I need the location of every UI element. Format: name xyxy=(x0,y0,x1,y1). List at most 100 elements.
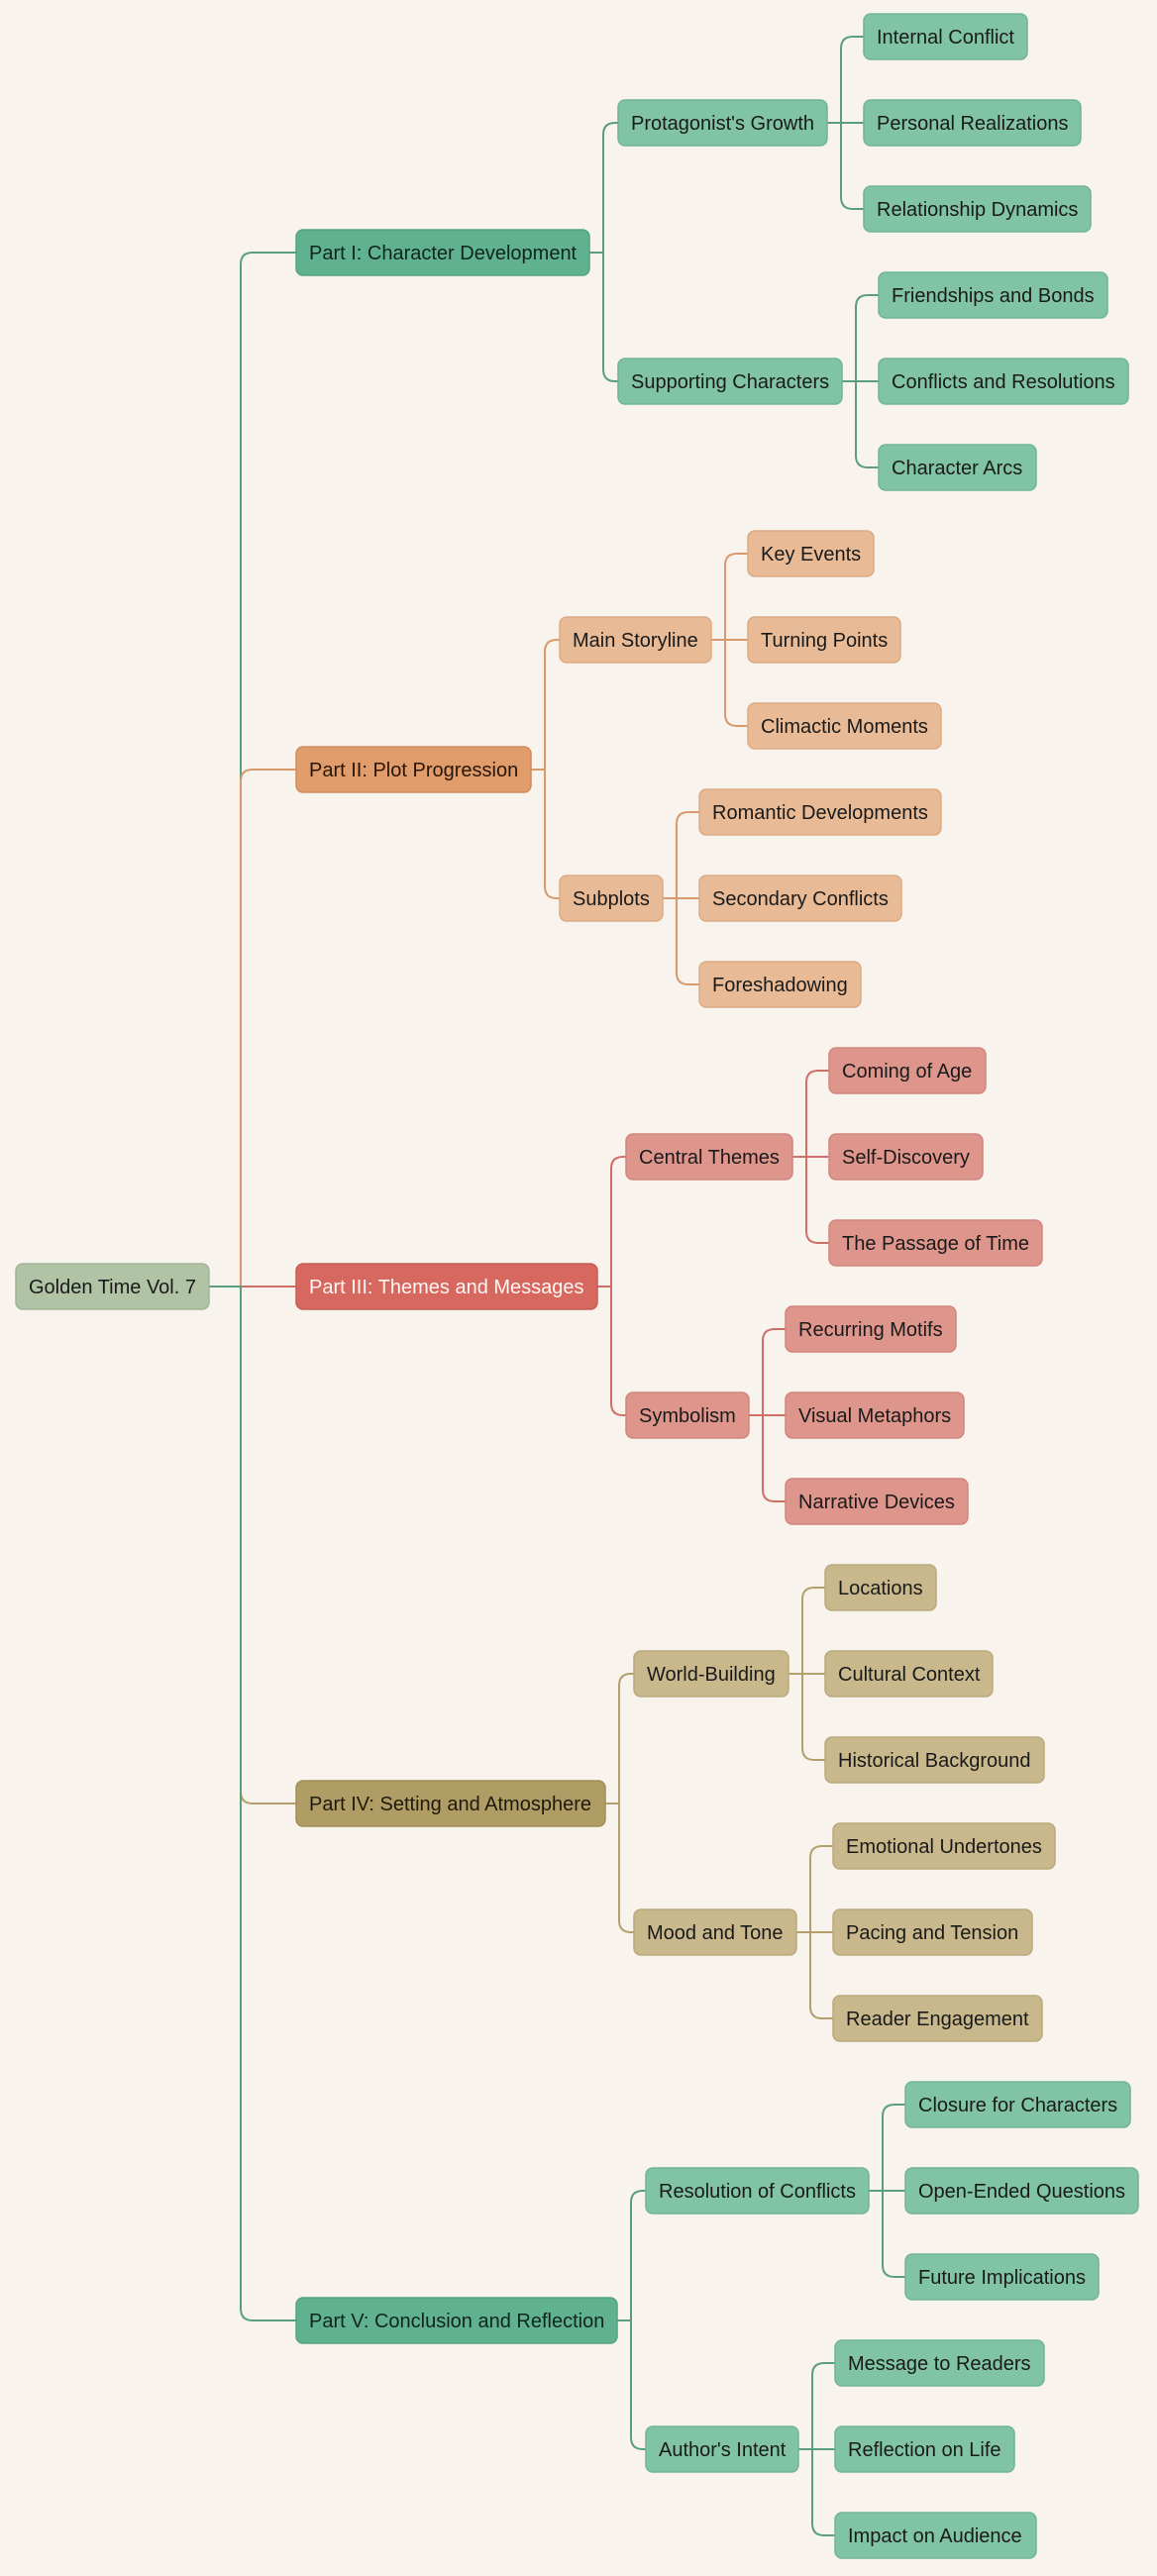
leaf-node-reflection-on-life[interactable]: Reflection on Life xyxy=(834,2425,1015,2473)
connector-resolution-of-conflicts-to-closure-for-characters xyxy=(869,2104,905,2192)
branch-node-part-ii-plot-progression[interactable]: Part II: Plot Progression xyxy=(295,746,532,793)
leaf-node-historical-background-label: Historical Background xyxy=(838,1750,1031,1772)
leaf-node-turning-points[interactable]: Turning Points xyxy=(747,616,901,664)
branch-node-part-v-conclusion-and-reflection-box xyxy=(295,2297,618,2344)
leaf-node-closure-for-characters[interactable]: Closure for Characters xyxy=(904,2081,1131,2128)
connector-central-themes-to-the-passage-of-time xyxy=(792,1156,829,1244)
leaf-node-narrative-devices[interactable]: Narrative Devices xyxy=(785,1478,969,1525)
connector-supporting-characters-to-friendships-and-bonds xyxy=(842,294,879,382)
topic-node-main-storyline[interactable]: Main Storyline xyxy=(559,616,712,664)
leaf-node-internal-conflict[interactable]: Internal Conflict xyxy=(863,13,1028,60)
topic-node-supporting-characters[interactable]: Supporting Characters xyxy=(617,358,843,405)
topic-node-protagonist-s-growth-box xyxy=(617,99,828,147)
topic-node-supporting-characters-label: Supporting Characters xyxy=(631,371,829,393)
leaf-node-visual-metaphors-label: Visual Metaphors xyxy=(798,1405,951,1427)
connector-root-to-part-ii-plot-progression xyxy=(209,769,296,1288)
leaf-node-personal-realizations[interactable]: Personal Realizations xyxy=(863,99,1082,147)
topic-node-author-s-intent-box xyxy=(645,2425,799,2473)
branch-node-part-i-character-development-box xyxy=(295,229,590,276)
topic-node-protagonist-s-growth-label: Protagonist's Growth xyxy=(631,113,814,135)
leaf-node-personal-realizations-label: Personal Realizations xyxy=(877,113,1068,135)
topic-node-mood-and-tone-label: Mood and Tone xyxy=(647,1922,784,1944)
connector-main-storyline-to-climactic-moments xyxy=(711,639,748,727)
leaf-node-reflection-on-life-label: Reflection on Life xyxy=(848,2439,1001,2461)
connector-symbolism-to-recurring-motifs xyxy=(749,1328,786,1416)
topic-node-author-s-intent[interactable]: Author's Intent xyxy=(645,2425,799,2473)
leaf-node-foreshadowing[interactable]: Foreshadowing xyxy=(698,961,862,1008)
leaf-node-message-to-readers[interactable]: Message to Readers xyxy=(834,2339,1045,2387)
leaf-node-visual-metaphors-box xyxy=(785,1391,965,1439)
leaf-node-the-passage-of-time[interactable]: The Passage of Time xyxy=(828,1219,1043,1267)
topic-node-subplots-box xyxy=(559,875,664,922)
leaf-node-character-arcs-label: Character Arcs xyxy=(892,458,1022,479)
topic-node-subplots-label: Subplots xyxy=(573,888,650,910)
branch-node-part-iii-themes-and-messages[interactable]: Part III: Themes and Messages xyxy=(295,1263,598,1310)
leaf-node-conflicts-and-resolutions-box xyxy=(878,358,1129,405)
topic-node-resolution-of-conflicts-box xyxy=(645,2167,870,2215)
connector-supporting-characters-to-character-arcs xyxy=(842,380,879,468)
connector-world-building-to-historical-background xyxy=(789,1673,825,1761)
leaf-node-locations-box xyxy=(824,1564,937,1611)
connector-part-ii-plot-progression-to-main-storyline xyxy=(531,639,560,771)
topic-node-subplots[interactable]: Subplots xyxy=(559,875,664,922)
leaf-node-self-discovery[interactable]: Self-Discovery xyxy=(828,1133,984,1181)
branch-node-part-i-character-development-label: Part I: Character Development xyxy=(309,243,578,264)
leaf-node-cultural-context-box xyxy=(824,1650,994,1698)
leaf-node-cultural-context[interactable]: Cultural Context xyxy=(824,1650,994,1698)
leaf-node-recurring-motifs[interactable]: Recurring Motifs xyxy=(785,1305,957,1353)
leaf-node-coming-of-age-label: Coming of Age xyxy=(842,1061,972,1082)
leaf-node-reader-engagement-label: Reader Engagement xyxy=(846,2009,1029,2030)
topic-node-central-themes[interactable]: Central Themes xyxy=(625,1133,793,1181)
leaf-node-friendships-and-bonds-label: Friendships and Bonds xyxy=(892,285,1095,307)
topic-node-world-building[interactable]: World-Building xyxy=(633,1650,789,1698)
topic-node-mood-and-tone-box xyxy=(633,1908,797,1956)
leaf-node-secondary-conflicts[interactable]: Secondary Conflicts xyxy=(698,875,902,922)
leaf-node-open-ended-questions[interactable]: Open-Ended Questions xyxy=(904,2167,1139,2215)
topic-node-main-storyline-label: Main Storyline xyxy=(573,630,698,652)
leaf-node-conflicts-and-resolutions[interactable]: Conflicts and Resolutions xyxy=(878,358,1129,405)
leaf-node-coming-of-age[interactable]: Coming of Age xyxy=(828,1047,987,1094)
node-layer: Part I: Character Development Protagonist… xyxy=(15,13,1139,2559)
branch-node-part-iv-setting-and-atmosphere[interactable]: Part IV: Setting and Atmosphere xyxy=(295,1780,606,1827)
connector-root-to-part-v-conclusion-and-reflection xyxy=(209,1286,296,2321)
connector-part-v-conclusion-and-reflection-to-author-s-intent xyxy=(617,2319,646,2450)
leaf-node-key-events-label: Key Events xyxy=(761,544,861,566)
connector-central-themes-to-coming-of-age xyxy=(792,1070,829,1158)
leaf-node-climactic-moments-box xyxy=(747,702,942,750)
leaf-node-self-discovery-box xyxy=(828,1133,984,1181)
branch-node-part-v-conclusion-and-reflection-label: Part V: Conclusion and Reflection xyxy=(309,2311,604,2332)
branch-node-part-iii-themes-and-messages-label: Part III: Themes and Messages xyxy=(309,1277,584,1298)
leaf-node-visual-metaphors[interactable]: Visual Metaphors xyxy=(785,1391,965,1439)
root-node-golden-time-vol-7-label: Golden Time Vol. 7 xyxy=(29,1277,196,1298)
leaf-node-emotional-undertones[interactable]: Emotional Undertones xyxy=(832,1822,1056,1870)
connector-part-v-conclusion-and-reflection-to-resolution-of-conflicts xyxy=(617,2190,646,2321)
leaf-node-climactic-moments[interactable]: Climactic Moments xyxy=(747,702,942,750)
branch-node-part-iv-setting-and-atmosphere-box xyxy=(295,1780,606,1827)
root-node-golden-time-vol-7[interactable]: Golden Time Vol. 7 xyxy=(15,1263,210,1310)
leaf-node-pacing-and-tension[interactable]: Pacing and Tension xyxy=(832,1908,1033,1956)
leaf-node-historical-background[interactable]: Historical Background xyxy=(824,1736,1045,1784)
topic-node-resolution-of-conflicts[interactable]: Resolution of Conflicts xyxy=(645,2167,870,2215)
topic-node-symbolism[interactable]: Symbolism xyxy=(625,1391,750,1439)
connector-protagonist-s-growth-to-relationship-dynamics xyxy=(827,122,864,210)
topic-node-symbolism-box xyxy=(625,1391,750,1439)
leaf-node-locations[interactable]: Locations xyxy=(824,1564,937,1611)
leaf-node-locations-label: Locations xyxy=(838,1578,923,1599)
leaf-node-closure-for-characters-box xyxy=(904,2081,1131,2128)
leaf-node-friendships-and-bonds[interactable]: Friendships and Bonds xyxy=(878,271,1108,319)
branch-node-part-i-character-development[interactable]: Part I: Character Development xyxy=(295,229,590,276)
leaf-node-relationship-dynamics[interactable]: Relationship Dynamics xyxy=(863,185,1092,233)
leaf-node-key-events[interactable]: Key Events xyxy=(747,530,875,577)
leaf-node-reader-engagement[interactable]: Reader Engagement xyxy=(832,1995,1043,2042)
leaf-node-character-arcs-box xyxy=(878,444,1037,491)
leaf-node-character-arcs[interactable]: Character Arcs xyxy=(878,444,1037,491)
leaf-node-future-implications[interactable]: Future Implications xyxy=(904,2253,1100,2301)
topic-node-protagonist-s-growth[interactable]: Protagonist's Growth xyxy=(617,99,828,147)
branch-node-part-v-conclusion-and-reflection[interactable]: Part V: Conclusion and Reflection xyxy=(295,2297,618,2344)
leaf-node-open-ended-questions-box xyxy=(904,2167,1139,2215)
topic-node-mood-and-tone[interactable]: Mood and Tone xyxy=(633,1908,797,1956)
connector-mood-and-tone-to-emotional-undertones xyxy=(796,1845,833,1933)
connector-world-building-to-locations xyxy=(789,1587,825,1675)
leaf-node-romantic-developments[interactable]: Romantic Developments xyxy=(698,788,942,836)
leaf-node-impact-on-audience[interactable]: Impact on Audience xyxy=(834,2512,1037,2559)
